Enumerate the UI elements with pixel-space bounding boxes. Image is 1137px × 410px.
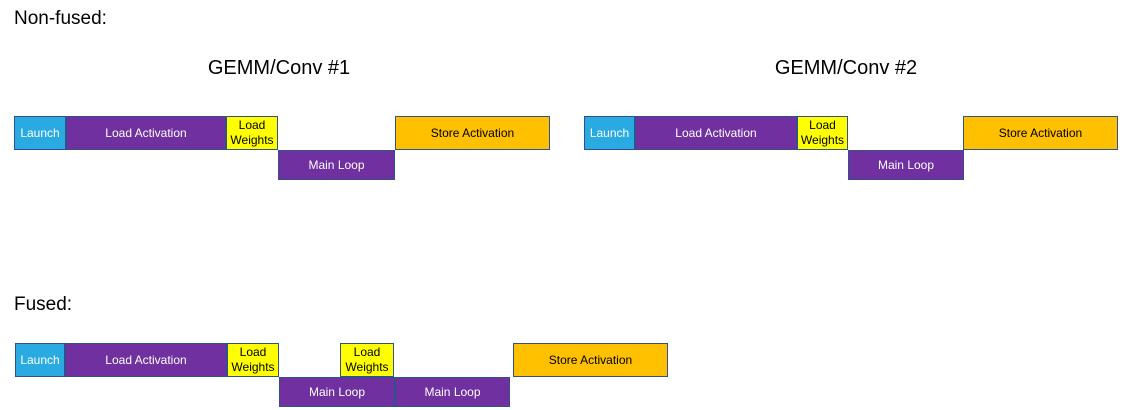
block-load-weights: Load Weights (797, 116, 848, 150)
block-launch: Launch (15, 343, 65, 377)
block-load-weights: Load Weights (340, 343, 394, 377)
block-main-loop: Main Loop (279, 377, 395, 407)
block-load-activation: Load Activation (66, 116, 226, 150)
section-label-non-fused: Non-fused: (14, 8, 107, 29)
block-main-loop: Main Loop (395, 377, 510, 407)
block-main-loop: Main Loop (848, 150, 964, 180)
group-title-gemm-conv-2: GEMM/Conv #2 (774, 57, 918, 79)
block-store-activation: Store Activation (395, 116, 550, 150)
block-launch: Launch (584, 116, 635, 150)
block-load-activation: Load Activation (635, 116, 797, 150)
block-load-weights: Load Weights (227, 343, 279, 377)
block-main-loop: Main Loop (278, 150, 395, 180)
block-load-activation: Load Activation (65, 343, 227, 377)
section-label-fused: Fused: (14, 294, 73, 315)
block-store-activation: Store Activation (513, 343, 668, 377)
block-store-activation: Store Activation (963, 116, 1118, 150)
group-title-gemm-conv-1: GEMM/Conv #1 (207, 57, 351, 79)
block-load-weights: Load Weights (226, 116, 278, 150)
block-launch: Launch (14, 116, 66, 150)
